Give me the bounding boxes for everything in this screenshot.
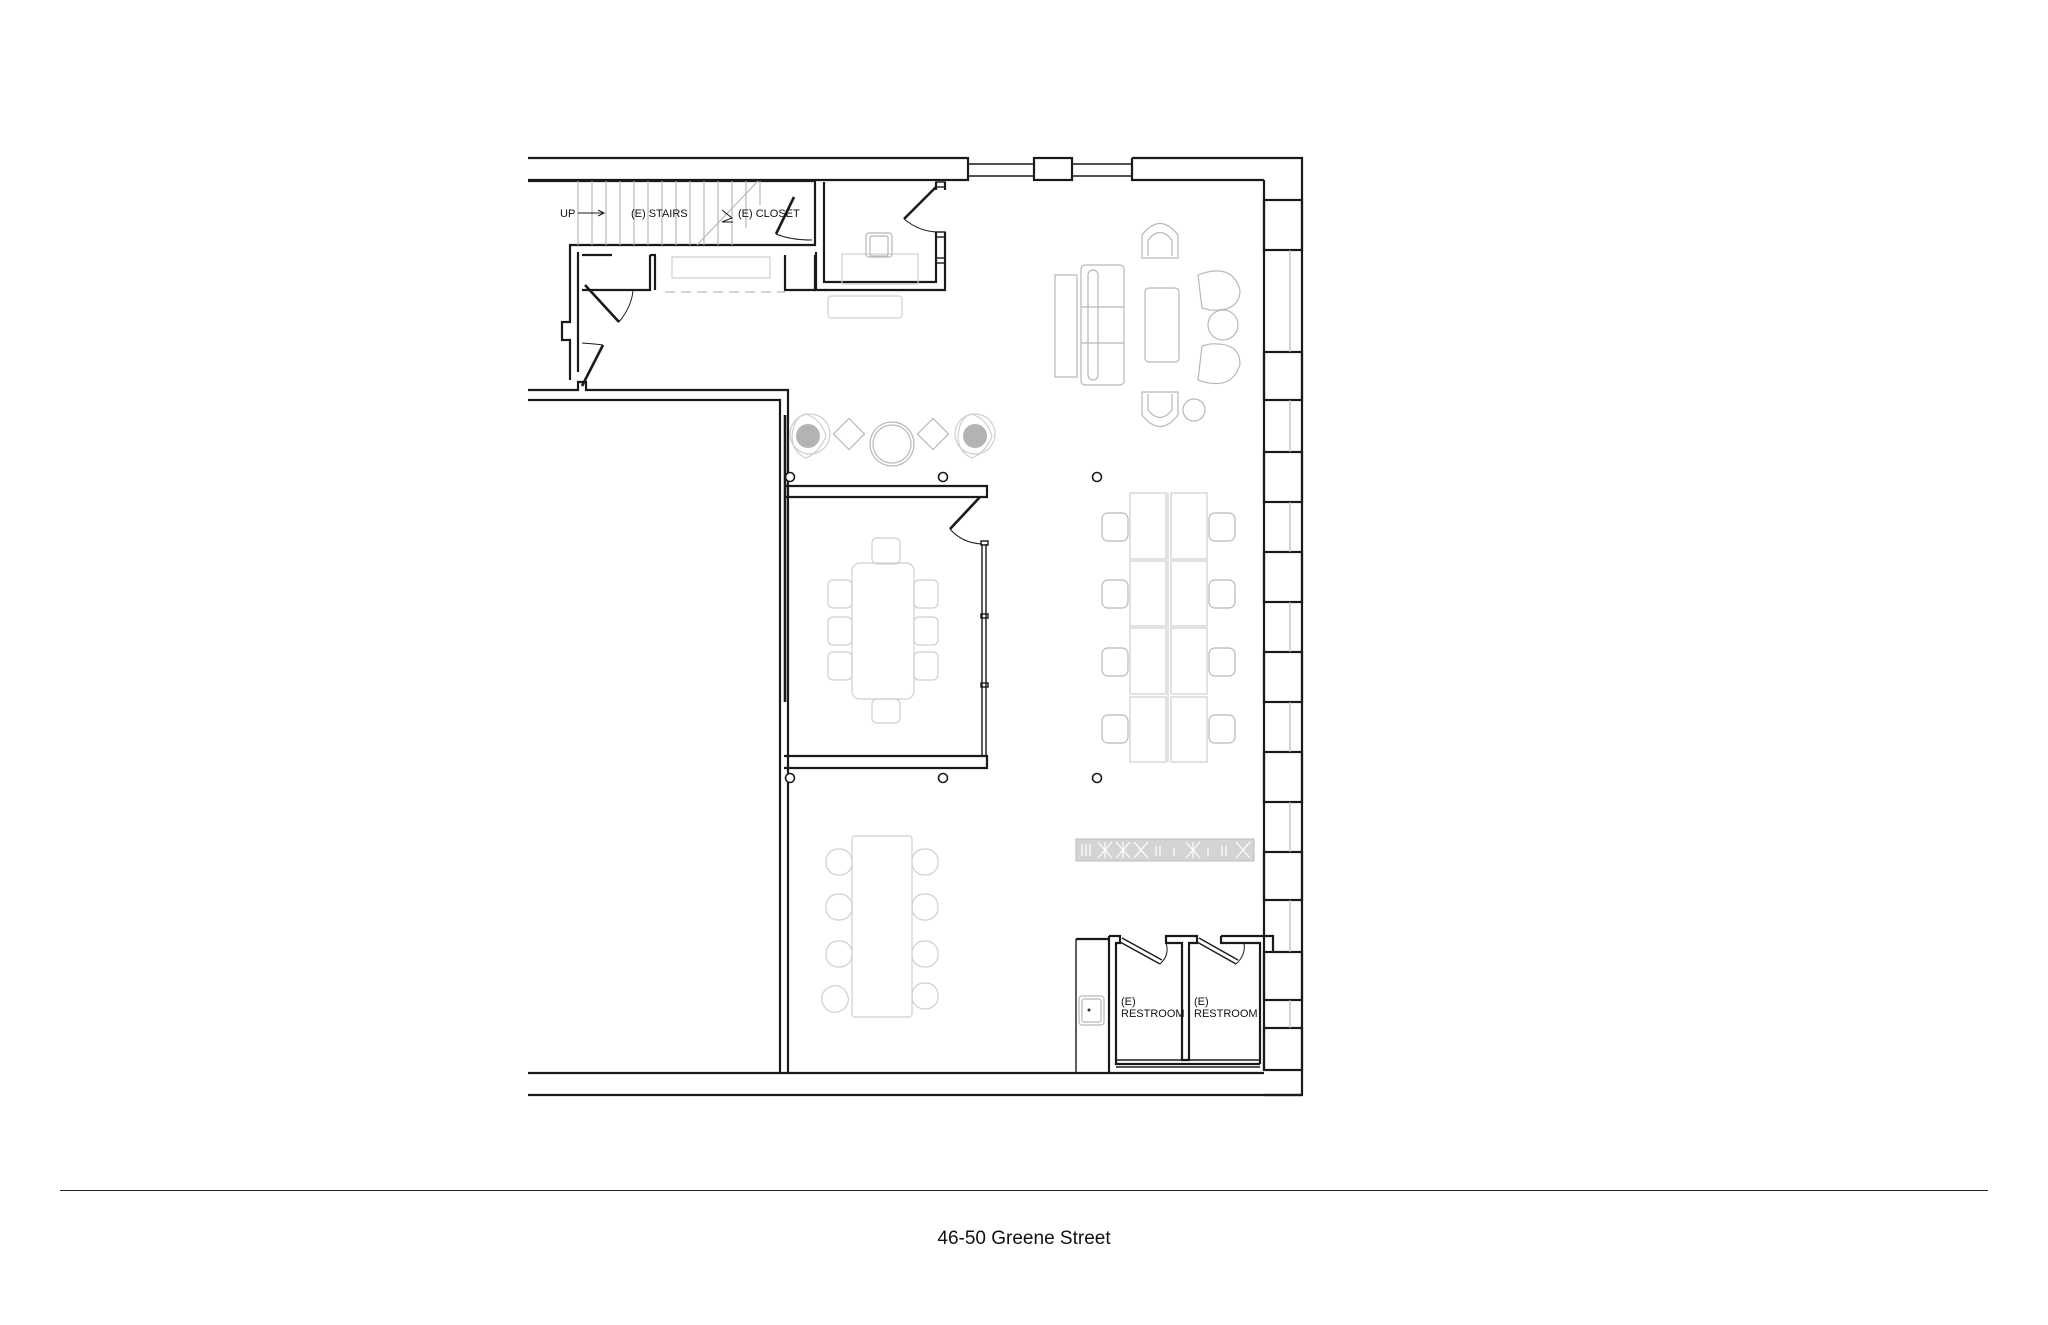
restroom-2-label-line1: (E) xyxy=(1194,996,1209,1008)
facade-piers xyxy=(1262,198,1304,1072)
drawing-title: 46-50 Greene Street xyxy=(937,1228,1111,1249)
lounge-furniture xyxy=(1054,222,1241,428)
dining-area xyxy=(821,835,939,1018)
stairs-and-closet: UP (E) STAIRS (E) CLOSET xyxy=(528,179,825,387)
closet-label: (E) CLOSET xyxy=(738,208,800,220)
structural-columns xyxy=(784,471,1103,784)
reception-seating xyxy=(789,413,996,467)
pantry-counter xyxy=(1075,838,1255,862)
title-block-rule xyxy=(60,1190,1988,1191)
stairs-label: (E) STAIRS xyxy=(631,208,688,220)
private-office xyxy=(822,181,947,319)
exterior-walls xyxy=(528,156,1304,1097)
open-workstations xyxy=(1101,492,1236,763)
stairs-up-label: UP xyxy=(560,208,575,220)
restrooms: (E) RESTROOM (E) RESTROOM xyxy=(1075,934,1275,1073)
restroom-1-label-line1: (E) xyxy=(1121,996,1136,1008)
restroom-1-label-line2: RESTROOM xyxy=(1121,1008,1185,1020)
conference-room xyxy=(783,415,989,770)
restroom-2-label-line2: RESTROOM xyxy=(1194,1008,1258,1020)
